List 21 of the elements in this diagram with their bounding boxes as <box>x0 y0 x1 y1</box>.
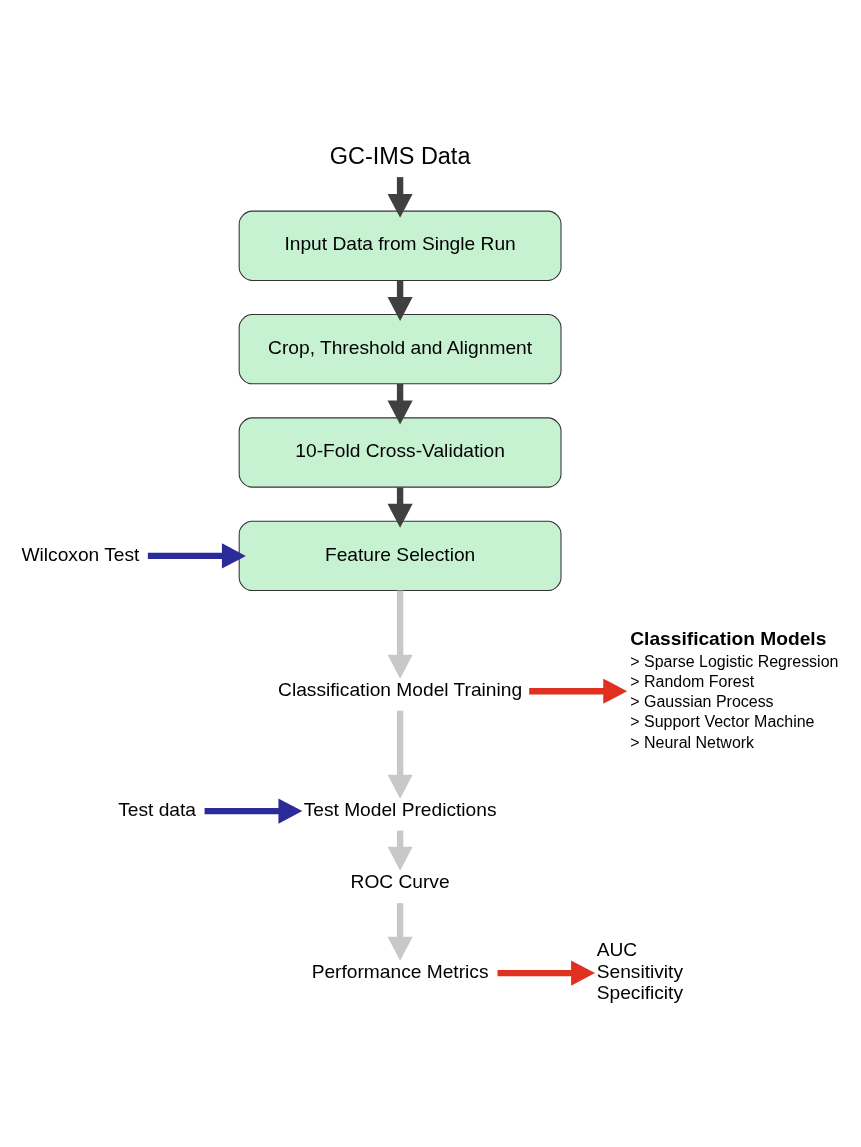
arrow <box>387 176 413 218</box>
arrow <box>387 280 413 321</box>
arrow <box>387 590 413 679</box>
arrow <box>387 486 413 528</box>
arrow <box>387 383 413 424</box>
node-text: ROC Curve <box>350 870 450 892</box>
node-text: Wilcoxon Test <box>20 543 139 565</box>
arrow <box>528 678 627 704</box>
node-box: Input Data from Single Run <box>238 210 562 281</box>
arrow <box>387 902 413 961</box>
node-text: GC-IMS Data <box>329 142 470 169</box>
node-text: Test Model Predictions <box>303 798 497 820</box>
node-box: 10-Fold Cross-Validation <box>238 416 562 488</box>
node-text: Classification Model Training <box>277 678 522 700</box>
node-text: Performance Metrics <box>311 960 489 982</box>
node-box: Feature Selection <box>238 520 562 591</box>
node-text: Test data <box>117 798 196 820</box>
node-box: Crop, Threshold and Alignment <box>238 313 562 384</box>
node-text: AUC Sensitivity Specificity <box>596 938 683 1003</box>
node-text: Classification Models > Sparse Logistic Regression > Random Forest > Gaussian Process > Support Vector Machine > Neural Network <box>629 627 838 751</box>
arrow <box>147 542 246 568</box>
